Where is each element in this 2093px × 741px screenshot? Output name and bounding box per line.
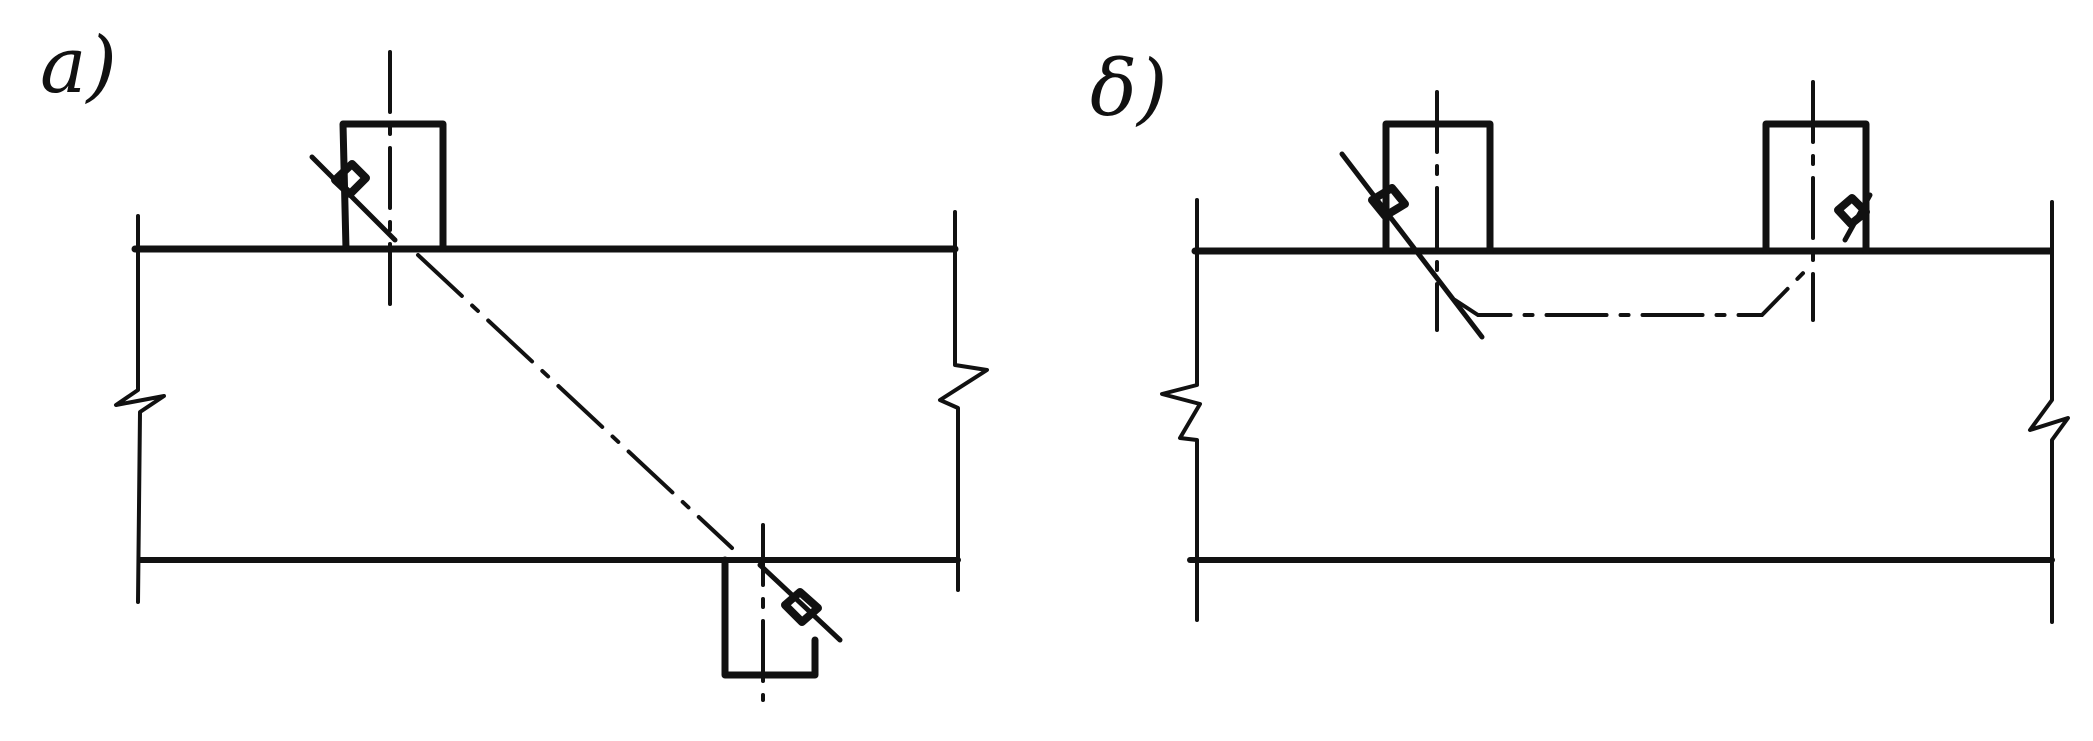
weld-leader-bottom <box>757 562 843 643</box>
panel-b-label: δ) <box>1090 44 1167 134</box>
beam-b-break-left <box>1160 198 1202 622</box>
beam-break-right <box>938 210 989 592</box>
weld-symbol-top-icon <box>331 160 370 198</box>
beam-break-left <box>114 214 166 604</box>
weld-symbol-b-right-icon <box>1834 194 1870 228</box>
diagonal-center-line <box>416 253 734 550</box>
weld-symbol-b-left-icon <box>1368 184 1409 220</box>
weld-symbol-bottom-icon <box>781 588 822 626</box>
stiffener-b-right <box>1762 120 1870 255</box>
beam-b-break-right <box>2028 200 2070 624</box>
horizontal-center-line <box>1453 262 1814 317</box>
panel-a-label: a) <box>40 21 117 111</box>
panel-a: a) <box>40 21 989 702</box>
stiffener-bottom <box>721 556 819 679</box>
panel-b: δ) <box>1090 44 2070 624</box>
weld-leader-b-left <box>1339 151 1485 340</box>
weld-leader-top <box>309 154 398 243</box>
